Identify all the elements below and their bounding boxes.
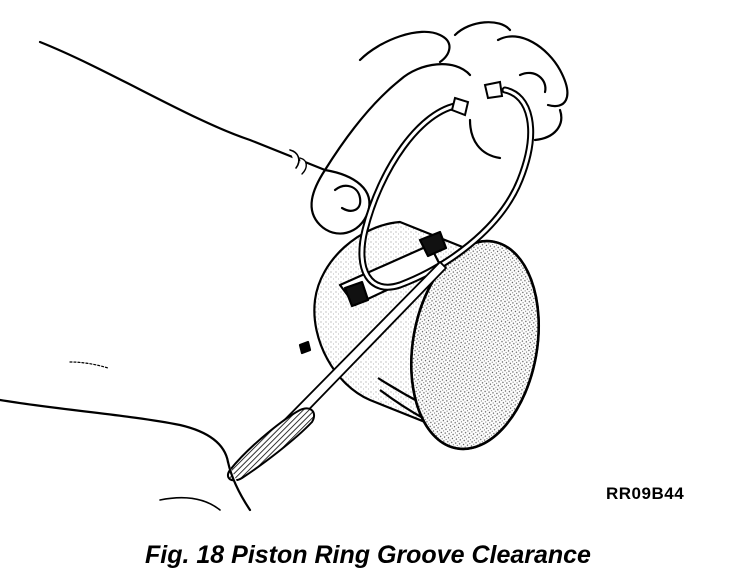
- feeler-gauge: [226, 261, 447, 482]
- lower-hand: [0, 361, 252, 512]
- piston-ring-illustration: [0, 21, 569, 512]
- upper-hand: [38, 21, 569, 235]
- piston: [298, 220, 541, 451]
- figure-caption: Fig. 18 Piston Ring Groove Clearance: [145, 541, 591, 569]
- piston-ring: [358, 80, 535, 291]
- figure-reference-code: RR09B44: [606, 484, 685, 503]
